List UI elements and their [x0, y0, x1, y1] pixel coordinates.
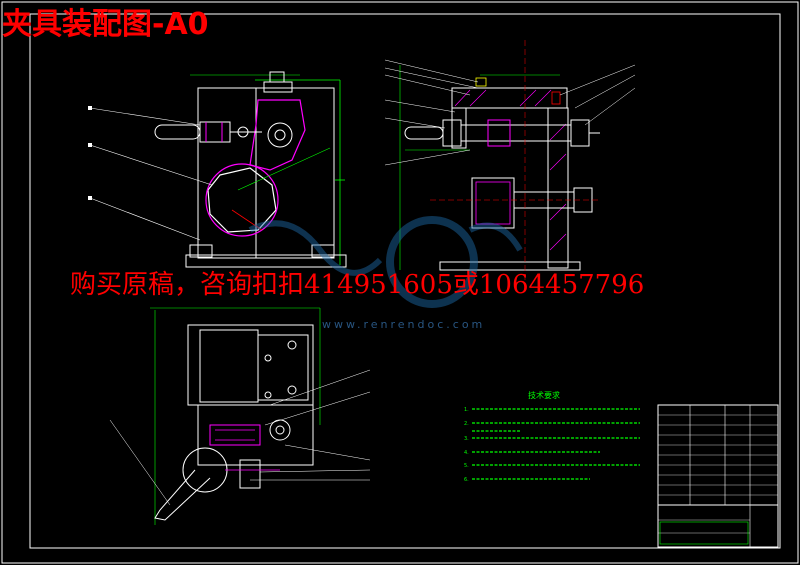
drawing-title: 夹具装配图-A0 — [2, 7, 209, 42]
inner-frame — [29, 13, 781, 549]
technical-notes: 技术要求 1. 2. 3. 4. 5. 6. — [464, 390, 640, 483]
title-block — [657, 404, 779, 548]
note-item: 2. — [464, 421, 469, 427]
front-view — [88, 71, 347, 268]
note-item: 1. — [464, 407, 469, 413]
note-item: 3. — [464, 436, 469, 442]
note-item: 6. — [464, 477, 469, 483]
notes-lines: 1. 2. 3. 4. 5. 6. — [464, 407, 640, 483]
watermark-purchase-text: 购买原稿，咨询扣扣414951605或1064457796 — [70, 270, 644, 300]
watermark-logo — [248, 216, 523, 308]
top-view — [109, 307, 371, 525]
section-view — [384, 40, 636, 280]
notes-heading: 技术要求 — [528, 390, 560, 400]
note-item: 4. — [464, 450, 469, 456]
watermark-site: www.renrendoc.com — [322, 318, 485, 331]
note-item: 5. — [464, 463, 469, 469]
